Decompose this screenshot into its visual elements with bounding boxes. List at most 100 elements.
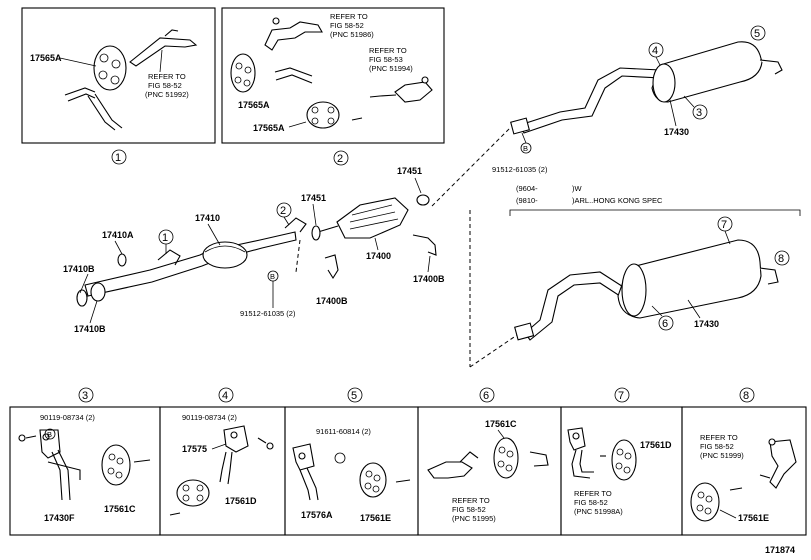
marker-3-text: 3 bbox=[696, 107, 702, 119]
callout-6-text: 6 bbox=[483, 390, 489, 402]
label-17561E-panel8: 17561E bbox=[738, 513, 769, 523]
detail-panel-3 bbox=[9, 406, 161, 536]
ref-label-1-line3: (PNC 51992) bbox=[145, 90, 189, 99]
hanger-pipe-box2 bbox=[274, 67, 313, 84]
catalytic-converter-17400 bbox=[317, 197, 409, 239]
hanger-at-1 bbox=[157, 249, 181, 266]
ref-panel6-line2: FIG 58-52 bbox=[452, 505, 486, 514]
label-bolt-90119-panel4: 90119-08734 (2) bbox=[182, 413, 237, 422]
callout-5-text: 5 bbox=[351, 390, 357, 402]
hanger-rubber-17565A-box1 bbox=[93, 45, 127, 91]
ref-panel6-line3: (PNC 51995) bbox=[452, 514, 496, 523]
label-17561C-panel6: 17561C bbox=[485, 419, 517, 429]
callout-2-below-box2 bbox=[333, 150, 349, 166]
label-17561E-panel5: 17561E bbox=[360, 513, 391, 523]
callout-3-text: 3 bbox=[82, 390, 88, 402]
detail-box-1 bbox=[21, 7, 216, 144]
ref-panel8-line2: FIG 58-52 bbox=[700, 442, 734, 451]
label-17561D-panel7: 17561D bbox=[640, 440, 672, 450]
hanger-rod-box1 bbox=[64, 87, 123, 131]
callout-8-text: 8 bbox=[743, 390, 749, 402]
bolt-b1-text: B bbox=[270, 272, 275, 281]
label-17410A: 17410A bbox=[102, 230, 134, 240]
ref-panel8-line3: (PNC 51999) bbox=[700, 451, 744, 460]
label-bolt-90119-panel3: 90119-08734 (2) bbox=[40, 413, 95, 422]
ref-panel6-line1: REFER TO bbox=[452, 496, 490, 505]
hanger-bracket-box2 bbox=[264, 17, 323, 51]
label-17400: 17400 bbox=[366, 251, 391, 261]
callout-1-text: 1 bbox=[115, 152, 121, 164]
ref-panel7-line1: REFER TO bbox=[574, 489, 612, 498]
tailpipe-muffler-17430-upper bbox=[510, 41, 783, 135]
marker-4-text: 4 bbox=[652, 45, 658, 57]
gasket-17451a bbox=[311, 225, 321, 241]
marker-6-lower bbox=[658, 315, 674, 331]
label-17451-b: 17451 bbox=[397, 166, 422, 176]
front-exhaust-pipe-17410 bbox=[76, 231, 297, 307]
label-17410B-bottom: 17410B bbox=[74, 324, 106, 334]
bottom-panel-headers: 3 4 5 6 7 8 bbox=[78, 387, 755, 403]
label-17400B-b: 17400B bbox=[413, 274, 445, 284]
label-17430-upper: 17430 bbox=[664, 127, 689, 137]
ref-panel7-line3: (PNC 51998A) bbox=[574, 507, 623, 516]
detail-panel-4 bbox=[159, 406, 286, 536]
gasket-17451b bbox=[416, 194, 430, 206]
bracket-17400B-a bbox=[324, 254, 339, 280]
label-17576A: 17576A bbox=[301, 510, 333, 520]
label-17410: 17410 bbox=[195, 213, 220, 223]
bracket-17400B-b bbox=[412, 234, 437, 256]
callout-1-below-box1 bbox=[111, 149, 127, 165]
hanger-bracket-box1 bbox=[129, 29, 198, 67]
spec-line-2-value: )ARL..HONG KONG SPEC bbox=[572, 196, 663, 205]
label-17430-lower: 17430 bbox=[694, 319, 719, 329]
ref-label-3-line3: (PNC 51994) bbox=[369, 64, 413, 73]
spec-line-1-code: (9604- bbox=[516, 184, 538, 193]
hanger-bracket-box2b bbox=[351, 76, 433, 121]
hanger-at-2 bbox=[284, 217, 307, 233]
ref-panel8-line1: REFER TO bbox=[700, 433, 738, 442]
bolt-b2-text: B bbox=[523, 144, 528, 153]
hanger-rubber-17565A-box2b bbox=[306, 101, 340, 129]
ref-label-3-line2: FIG 58-53 bbox=[369, 55, 403, 64]
hanger-rubber-17565A-box2a bbox=[230, 53, 256, 93]
label-17451-a: 17451 bbox=[301, 193, 326, 203]
marker-5-upper bbox=[750, 25, 766, 41]
callout-2-text: 2 bbox=[337, 153, 343, 165]
label-bolt-91512-b: 91512-61035 (2) bbox=[492, 165, 548, 174]
label-17410B-top: 17410B bbox=[63, 264, 95, 274]
label-17561D-panel4: 17561D bbox=[225, 496, 257, 506]
ref-label-2-line2: FIG 58-52 bbox=[330, 21, 364, 30]
label-17400B-a: 17400B bbox=[316, 296, 348, 306]
connection-line-upper bbox=[431, 127, 511, 207]
label-17430F: 17430F bbox=[44, 513, 75, 523]
ref-label-1-line1: REFER TO bbox=[148, 72, 186, 81]
label-17565A-box1: 17565A bbox=[30, 53, 62, 63]
marker-3-upper bbox=[692, 104, 708, 120]
spec-line-1-value: )W bbox=[572, 184, 582, 193]
detail-panel-8 bbox=[681, 406, 807, 536]
spec-line-2-code: (9810- bbox=[516, 196, 538, 205]
label-17561C-panel3: 17561C bbox=[104, 504, 136, 514]
marker-8-lower bbox=[774, 250, 790, 266]
marker-1-text: 1 bbox=[162, 232, 168, 244]
ref-label-3-line1: REFER TO bbox=[369, 46, 407, 55]
label-17565A-box2a: 17565A bbox=[238, 100, 270, 110]
ref-label-2-line1: REFER TO bbox=[330, 12, 368, 21]
connection-line-lower bbox=[469, 332, 521, 368]
callout-4-text: 4 bbox=[222, 390, 228, 402]
label-17565A-box2b: 17565A bbox=[253, 123, 285, 133]
label-bolt-91611: 91611-60814 (2) bbox=[316, 427, 371, 436]
label-bolt-91512-a: 91512-61035 (2) bbox=[240, 309, 296, 318]
label-17575: 17575 bbox=[182, 444, 207, 454]
ref-label-1-line2: FIG 58-52 bbox=[148, 81, 182, 90]
marker-7-text: 7 bbox=[721, 219, 727, 231]
ref-label-2-line3: (PNC 51986) bbox=[330, 30, 374, 39]
marker-5-text: 5 bbox=[754, 28, 760, 40]
callout-7-text: 7 bbox=[618, 390, 624, 402]
figure-number: 171874 bbox=[765, 545, 795, 555]
gasket-17410A bbox=[117, 253, 127, 267]
detail-box-2 bbox=[221, 7, 445, 144]
marker-6-text: 6 bbox=[662, 318, 668, 330]
ref-panel7-line2: FIG 58-52 bbox=[574, 498, 608, 507]
